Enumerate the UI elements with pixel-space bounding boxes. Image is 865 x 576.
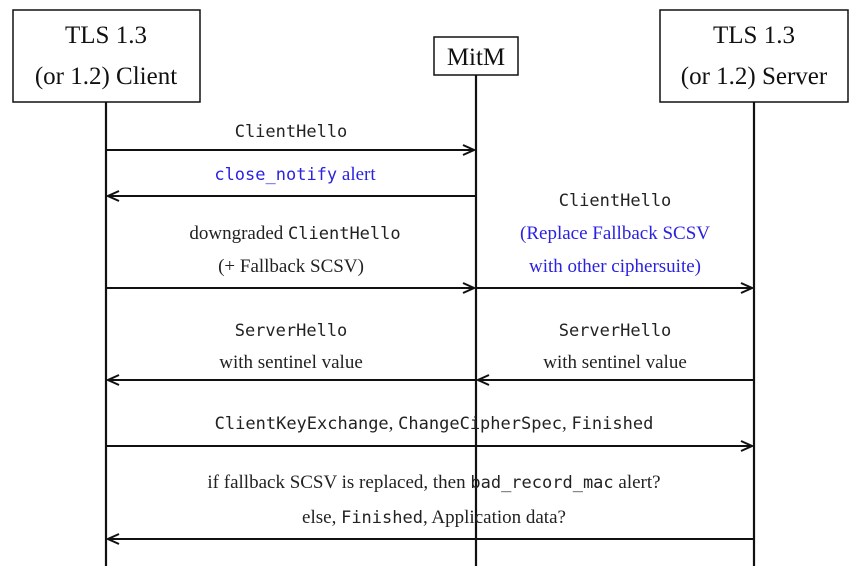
message-label-line2: (Replace Fallback SCSV (520, 223, 710, 244)
message-label: ServerHello (559, 321, 672, 341)
message-label: ClientHello (235, 122, 348, 142)
message-label: ServerHello (235, 321, 348, 341)
client-title-line1: TLS 1.3 (65, 22, 147, 49)
client-participant-box: TLS 1.3 (or 1.2) Client (12, 9, 201, 103)
server-title-line1: TLS 1.3 (713, 22, 795, 49)
message-label: if fallback SCSV is replaced, then bad_r… (179, 472, 680, 493)
message-label: downgraded ClientHello (161, 223, 420, 244)
client-title-line2: (or 1.2) Client (35, 63, 177, 90)
message-key-exchange: ClientKeyExchange, ChangeCipherSpec, Fin… (106, 413, 752, 446)
message-server-hello-to-mitm: ServerHello with sentinel value (478, 321, 754, 380)
message-outcome: if fallback SCSV is replaced, then bad_r… (108, 472, 754, 539)
message-label-line2: (+ Fallback SCSV) (218, 256, 364, 277)
message-label-line2: with sentinel value (543, 352, 687, 373)
message-server-hello-to-client: ServerHello with sentinel value (108, 321, 476, 380)
message-downgraded-client-hello: downgraded ClientHello (+ Fallback SCSV) (106, 223, 474, 288)
message-label: ClientHello (559, 191, 672, 211)
message-label: ClientKeyExchange, ChangeCipherSpec, Fin… (187, 413, 674, 434)
mitm-participant-box: MitM (433, 36, 519, 76)
message-label-line2: else, Finished, Application data? (274, 507, 586, 528)
message-label: close_notify alert (186, 164, 395, 185)
mitm-title: MitM (447, 44, 505, 71)
message-client-hello-to-mitm: ClientHello (106, 122, 474, 150)
message-label-line3: with other ciphersuite) (529, 256, 701, 277)
message-close-notify-alert: close_notify alert (108, 164, 476, 196)
message-label-line2: with sentinel value (219, 352, 363, 373)
message-modified-client-hello: ClientHello (Replace Fallback SCSV with … (476, 191, 752, 288)
server-participant-box: TLS 1.3 (or 1.2) Server (659, 9, 849, 103)
server-title-line2: (or 1.2) Server (681, 63, 828, 90)
